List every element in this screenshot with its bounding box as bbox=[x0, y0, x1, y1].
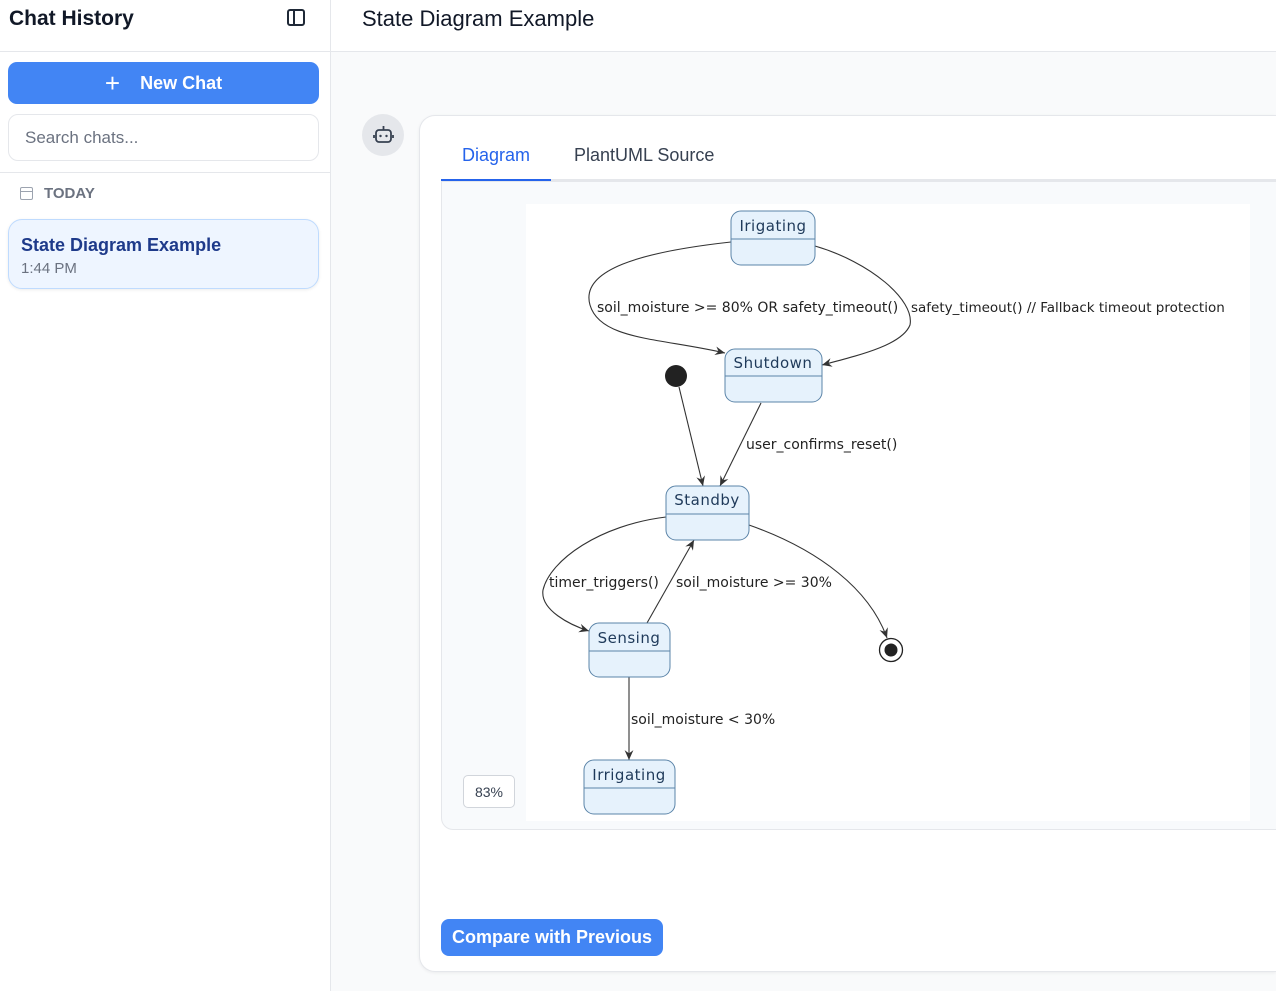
zoom-level-badge[interactable]: 83% bbox=[463, 775, 515, 808]
state-irrigating bbox=[583, 759, 676, 815]
sidebar: Chat History + New Chat TODAY State Diagr… bbox=[0, 0, 331, 991]
tab-plantuml-source[interactable]: PlantUML Source bbox=[574, 145, 715, 165]
bot-avatar bbox=[362, 114, 404, 156]
state-label: Sensing bbox=[598, 629, 661, 647]
tab-bar: Diagram PlantUML Source bbox=[440, 133, 1276, 181]
final-state-dot bbox=[884, 643, 898, 657]
edge-initial-standby bbox=[678, 386, 705, 487]
state-label: Irigating bbox=[739, 217, 806, 235]
edge-sensing-standby bbox=[646, 539, 695, 624]
sidebar-title: Chat History bbox=[9, 7, 134, 30]
state-label: Shutdown bbox=[734, 354, 813, 372]
diagram-canvas[interactable] bbox=[526, 204, 1250, 821]
state-label: Standby bbox=[674, 491, 740, 509]
edge-irigating-shutdown-2 bbox=[814, 245, 911, 367]
state-irigating bbox=[730, 210, 816, 266]
sidebar-header: Chat History bbox=[0, 0, 330, 52]
group-label: TODAY bbox=[44, 185, 95, 202]
robot-icon bbox=[373, 126, 394, 143]
tab-diagram[interactable]: Diagram bbox=[440, 145, 552, 181]
new-chat-button[interactable]: + New Chat bbox=[8, 62, 319, 104]
edge-irigating-shutdown-1 bbox=[588, 241, 732, 356]
edge-label: soil_moisture < 30% bbox=[631, 712, 775, 728]
compare-with-previous-button[interactable]: Compare with Previous bbox=[441, 919, 663, 956]
edge-standby-sensing bbox=[542, 516, 667, 633]
new-chat-label: New Chat bbox=[140, 72, 223, 93]
calendar-icon bbox=[20, 187, 33, 200]
header: State Diagram Example bbox=[331, 0, 1276, 52]
page-title: State Diagram Example bbox=[362, 6, 595, 31]
state-standby bbox=[665, 485, 750, 541]
group-header: TODAY bbox=[20, 185, 95, 202]
state-label: Irrigating bbox=[592, 766, 665, 784]
sidebar-toggle-icon[interactable] bbox=[287, 9, 305, 26]
divider bbox=[0, 172, 330, 173]
edge-label: user_confirms_reset() bbox=[746, 437, 897, 453]
search-input[interactable] bbox=[8, 114, 319, 161]
initial-state bbox=[665, 365, 687, 387]
plus-icon: + bbox=[104, 68, 121, 98]
edge-shutdown-standby bbox=[719, 402, 762, 487]
edge-label: soil_moisture >= 30% bbox=[676, 575, 832, 591]
edge-label: soil_moisture >= 80% OR safety_timeout() bbox=[597, 300, 898, 316]
chat-title: State Diagram Example bbox=[21, 235, 222, 255]
edge-label: timer_triggers() bbox=[549, 575, 659, 591]
state-sensing bbox=[588, 622, 671, 678]
chat-list-item[interactable]: State Diagram Example 1:44 PM bbox=[8, 219, 319, 289]
chat-time: 1:44 PM bbox=[21, 260, 77, 277]
edge-label: safety_timeout() // Fallback timeout pro… bbox=[911, 300, 1225, 316]
edge-standby-final bbox=[748, 524, 888, 639]
